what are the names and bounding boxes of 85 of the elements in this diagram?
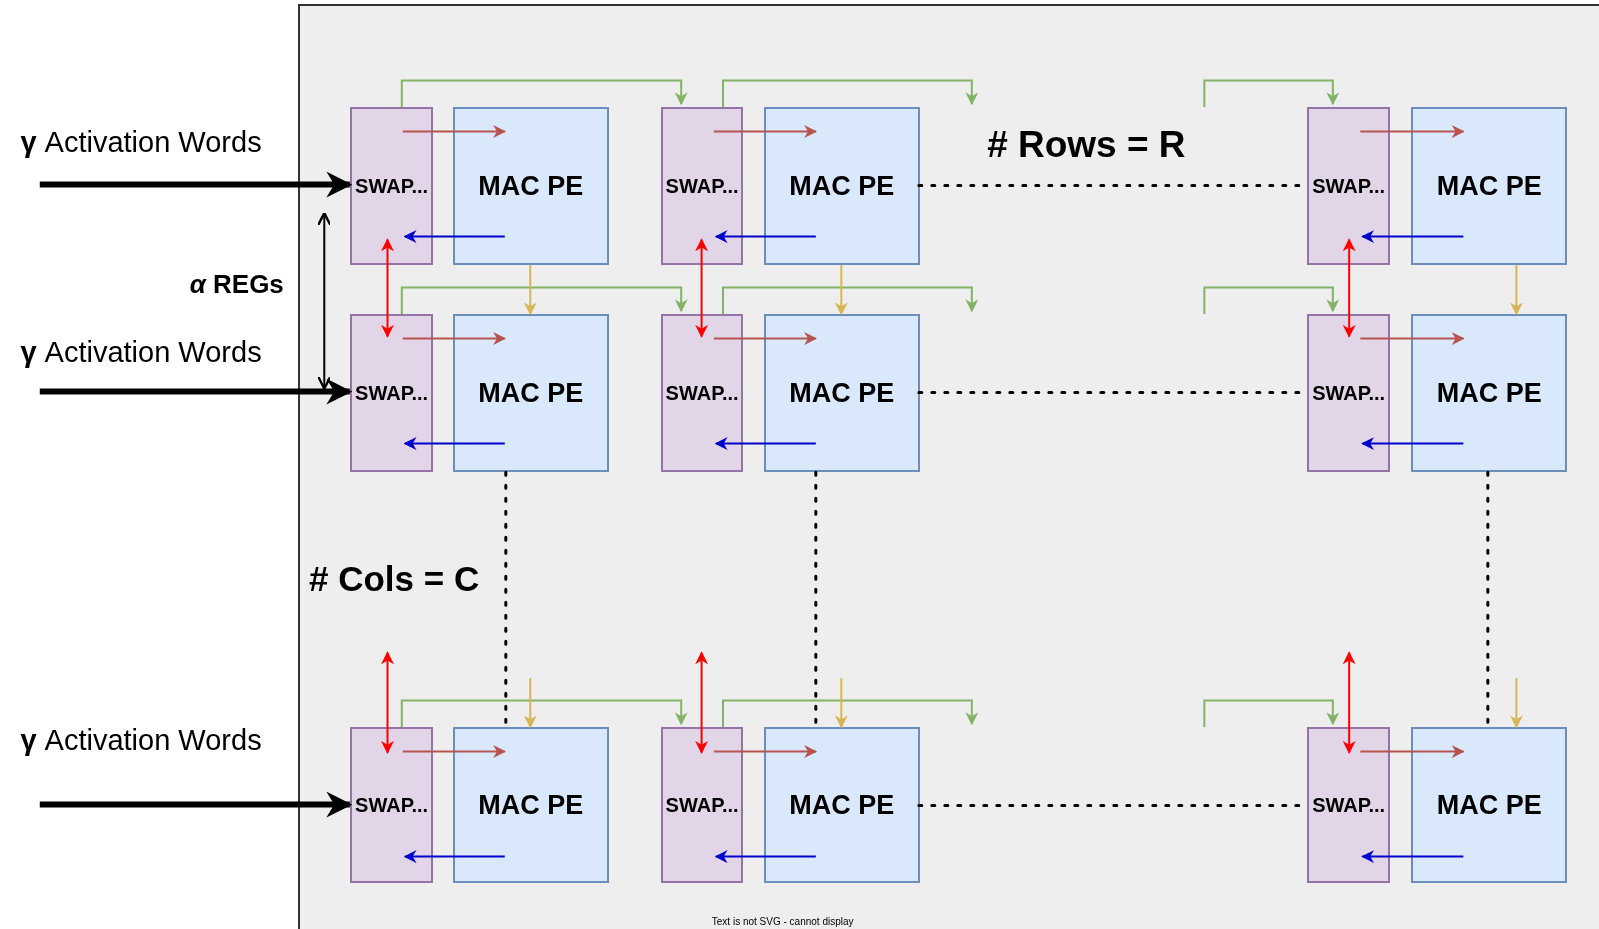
- arrow: [39, 378, 353, 405]
- swap-box: [660, 727, 744, 884]
- arrow: [834, 677, 848, 729]
- mac-pe-box: [1411, 314, 1568, 473]
- node-label: MAC PE: [1436, 169, 1542, 203]
- node-label: SWAP...: [1312, 381, 1386, 407]
- arrow: [403, 230, 506, 244]
- arrow: [722, 286, 979, 316]
- arrow: [1361, 850, 1465, 864]
- node-label: MAC PE: [789, 169, 895, 203]
- node-label: SWAP...: [1312, 174, 1386, 200]
- arrow: [1361, 437, 1465, 451]
- node-label: MAC PE: [478, 169, 584, 203]
- node-label: MAC PE: [789, 376, 895, 410]
- double-arrow: [381, 651, 394, 754]
- arrow: [1203, 286, 1340, 316]
- arrow: [400, 699, 688, 729]
- dimension-label: # Rows = R: [987, 126, 1186, 164]
- swap-box: [1307, 314, 1390, 473]
- dimension-label: # Cols = C: [309, 560, 480, 596]
- arrow: [400, 286, 688, 316]
- swap-box: [1307, 727, 1390, 884]
- node-label: SWAP...: [355, 174, 429, 200]
- arrow: [403, 437, 506, 451]
- mac-pe-box: [452, 727, 609, 884]
- arrow: [722, 79, 979, 109]
- arrow: [714, 850, 817, 864]
- arrow: [401, 745, 507, 759]
- input-label: γ Activation Words: [20, 128, 262, 158]
- arrow: [1359, 125, 1465, 139]
- node-label: SWAP...: [665, 793, 739, 819]
- double-arrow: [695, 651, 709, 754]
- arrow: [1203, 699, 1340, 729]
- node-label: SWAP...: [665, 174, 739, 200]
- mac-pe-box: [452, 314, 609, 473]
- node-label: MAC PE: [1436, 788, 1542, 822]
- arrow: [1359, 745, 1465, 759]
- arrow: [834, 264, 848, 316]
- arrow: [712, 332, 818, 346]
- node-label: MAC PE: [1436, 376, 1542, 410]
- swap-box: [1307, 107, 1390, 266]
- node-label: MAC PE: [478, 788, 584, 822]
- arrow: [722, 699, 979, 729]
- node-label: SWAP...: [1312, 793, 1386, 819]
- arrow: [39, 791, 353, 818]
- mac-pe-box: [763, 314, 920, 473]
- arrow: [714, 437, 817, 451]
- swap-box: [349, 107, 434, 266]
- note-text: Text is not SVG - cannot display: [711, 916, 854, 927]
- arrow: [1509, 264, 1523, 316]
- input-label: γ Activation Words: [20, 337, 262, 367]
- arrow: [401, 332, 507, 346]
- arrow: [714, 230, 817, 244]
- arrow: [1359, 332, 1465, 346]
- dimension-label: α REGs: [189, 271, 284, 298]
- arrow: [523, 677, 537, 729]
- swap-box: [349, 314, 434, 473]
- arrow: [403, 850, 506, 864]
- arrow: [523, 264, 537, 316]
- arrow: [1203, 79, 1340, 109]
- mac-pe-box: [452, 107, 609, 266]
- arrow: [400, 79, 688, 109]
- arrow: [1509, 677, 1523, 729]
- arrow: [1361, 230, 1465, 244]
- arrow: [712, 745, 818, 759]
- double-arrow: [695, 238, 709, 338]
- mac-pe-box: [763, 107, 920, 266]
- double-arrow: [1342, 651, 1356, 754]
- node-label: MAC PE: [789, 788, 895, 822]
- swap-box: [660, 107, 744, 266]
- swap-box: [660, 314, 744, 473]
- node-label: SWAP...: [665, 381, 739, 407]
- double-arrow: [1342, 238, 1356, 338]
- node-label: MAC PE: [478, 376, 584, 410]
- swap-box: [349, 727, 434, 884]
- double-arrow: [381, 238, 394, 338]
- node-label: SWAP...: [355, 381, 429, 407]
- arrow: [401, 125, 507, 139]
- mac-pe-box: [763, 727, 920, 884]
- input-label: γ Activation Words: [20, 726, 262, 756]
- arrow: [39, 171, 353, 198]
- mac-pe-box: [1411, 727, 1568, 884]
- mac-pe-box: [1411, 107, 1568, 266]
- node-label: SWAP...: [355, 793, 429, 819]
- arrow: [712, 125, 818, 139]
